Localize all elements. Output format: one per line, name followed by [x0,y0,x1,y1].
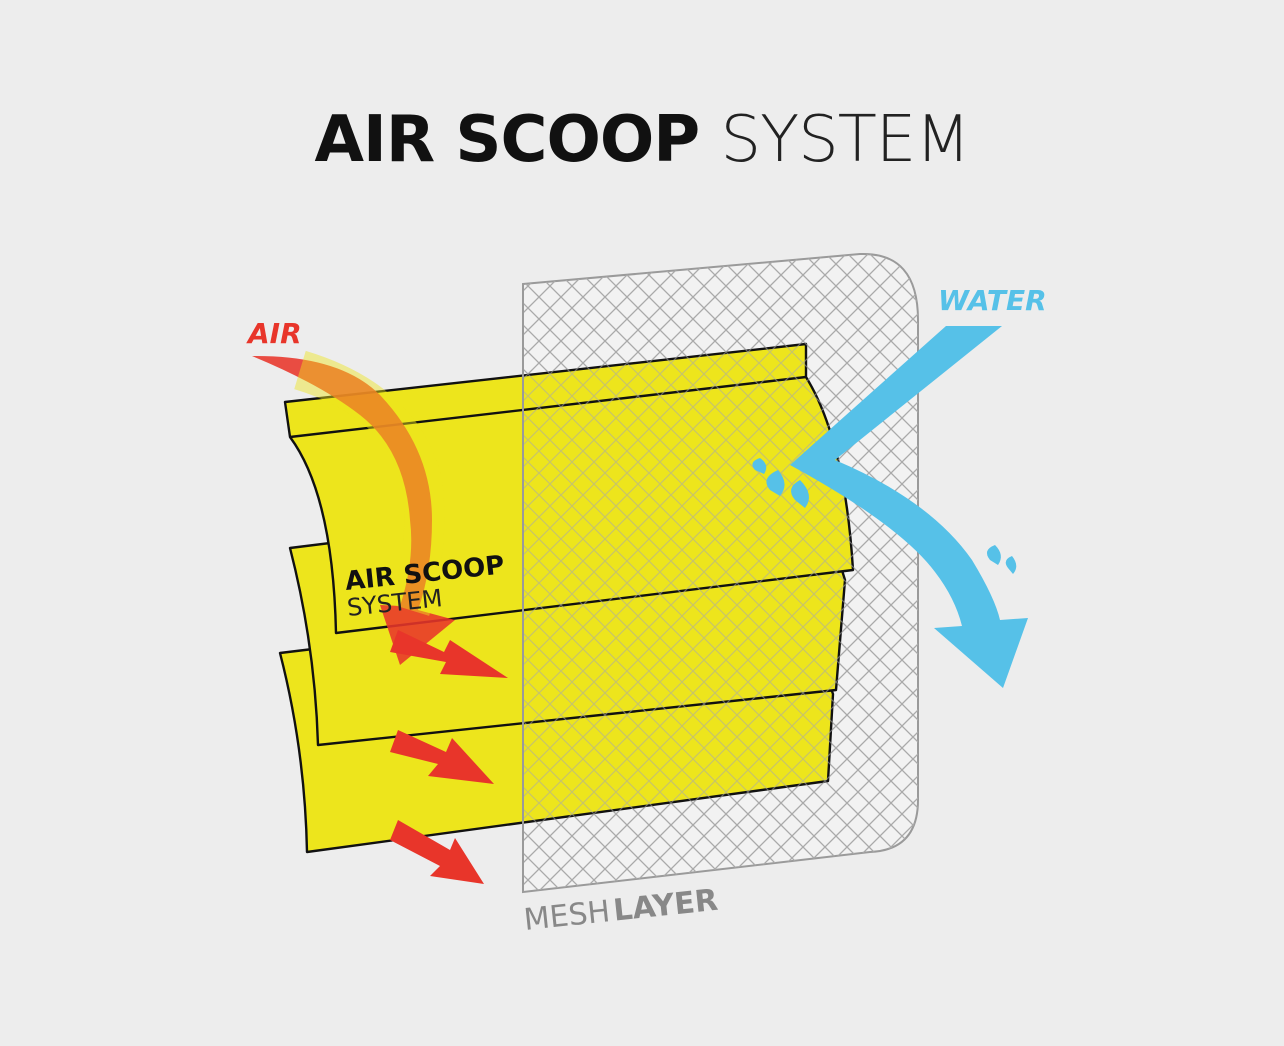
air-label: AIR [246,317,302,350]
mesh-label: MESH LAYER [522,883,719,938]
water-label: WATER [938,284,1047,317]
water-arrow [752,326,1028,688]
page-title: AIR SCOOP SYSTEM [0,100,1284,180]
air-arrow-upper [390,630,508,678]
air-arrow-middle [390,730,494,784]
title-bold: AIR SCOOP [314,103,700,177]
air-arrow-main [252,350,455,665]
air-arrow-lower [390,820,484,884]
mesh-label-light: MESH [522,894,612,938]
mesh-label-bold: LAYER [612,883,720,929]
mesh-overlay [523,253,918,892]
title-light: SYSTEM [720,103,970,177]
